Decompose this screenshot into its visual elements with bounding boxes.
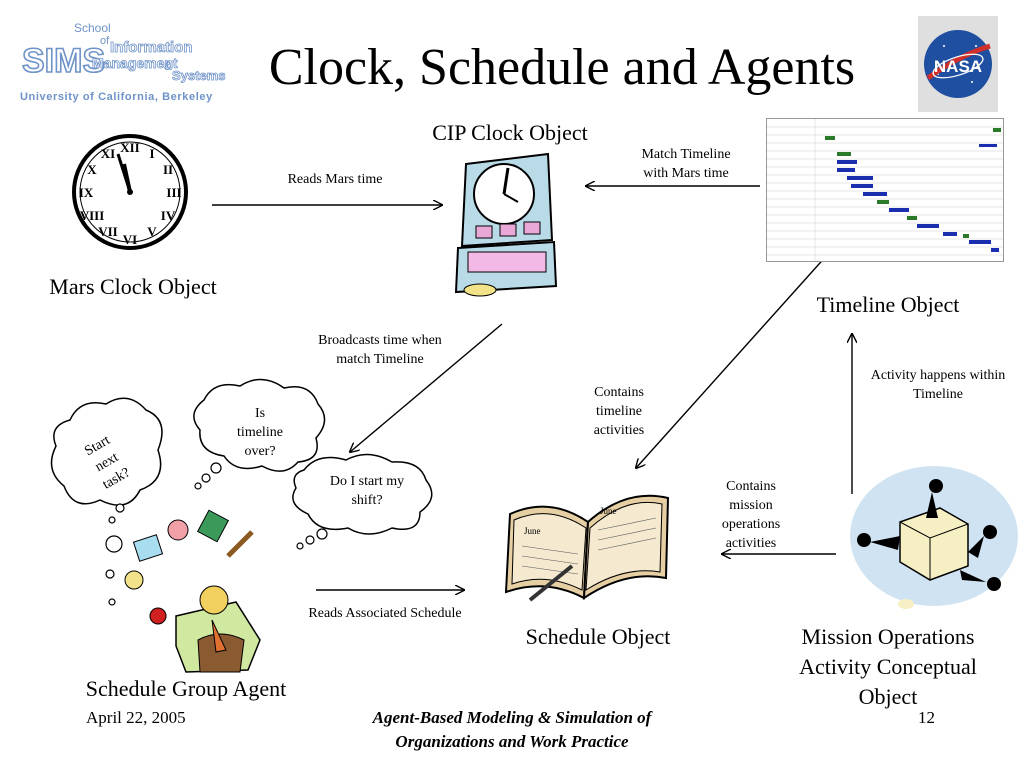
- contains-timeline-label: Contains timeline activities: [574, 383, 664, 440]
- sims-information: Information: [110, 39, 193, 56]
- mission-ops-line2: Activity Conceptual: [799, 654, 977, 679]
- cip-clock-label: CIP Clock Object: [432, 120, 588, 145]
- cip-clock-image: [452, 148, 562, 300]
- sims-amp: &: [164, 59, 172, 73]
- is-timeline-text: Is timeline over?: [216, 404, 304, 461]
- svg-text:IV: IV: [161, 208, 176, 223]
- is-timeline-cloud: [193, 378, 326, 472]
- svg-text:XII: XII: [120, 140, 140, 155]
- agent-figure-icon: [175, 585, 261, 673]
- match-timeline-line2: with Mars time: [643, 166, 729, 181]
- cip-clock-machine-icon: [454, 152, 558, 297]
- sims-school: School: [74, 21, 111, 35]
- footer-page-number: 12: [918, 708, 935, 727]
- timeline-gantt-image: [766, 118, 1004, 262]
- sims-systems: Systems: [172, 68, 225, 83]
- footer-course: Agent-Based Modeling & Simulation of Org…: [300, 706, 724, 754]
- contains-mission-line3: operations: [721, 517, 781, 532]
- do-i-start-line2: shift?: [351, 493, 383, 508]
- arrow-broadcasts-time: [350, 323, 503, 452]
- svg-text:I: I: [149, 146, 154, 161]
- svg-text:IX: IX: [79, 185, 94, 200]
- svg-text:VIII: VIII: [80, 208, 105, 223]
- broadcasts-label: Broadcasts time when match Timeline: [296, 331, 464, 369]
- open-book-icon: June June: [504, 494, 670, 602]
- is-timeline-line2: timeline: [237, 425, 283, 440]
- contains-mission-line4: activities: [725, 536, 777, 551]
- contains-timeline-line1: Contains: [594, 385, 644, 400]
- schedule-label: Schedule Object: [525, 624, 671, 649]
- reads-mars-time-label: Reads Mars time: [287, 172, 383, 187]
- footer-course-line2: Organizations and Work Practice: [395, 732, 629, 751]
- do-i-start-cloud: [292, 453, 433, 535]
- slide-title: Clock, Schedule and Agents: [268, 39, 856, 96]
- mission-ops-line1: Mission Operations: [801, 624, 975, 649]
- sims-management: Management: [92, 55, 178, 71]
- svg-text:V: V: [147, 224, 157, 239]
- svg-text:XI: XI: [101, 146, 115, 161]
- nasa-text: NASA: [934, 57, 982, 76]
- contains-mission-line2: mission: [729, 498, 773, 513]
- do-i-start-line1: Do I start my: [329, 474, 405, 489]
- contains-timeline-line2: timeline: [596, 404, 642, 419]
- is-timeline-line3: over?: [244, 444, 276, 459]
- svg-text:VI: VI: [123, 232, 137, 247]
- svg-text:VII: VII: [98, 224, 118, 239]
- svg-text:June: June: [524, 526, 541, 536]
- sims-logo-graphic: SIMS School of Information Management & …: [20, 21, 226, 103]
- contains-mission-line1: Contains: [726, 479, 776, 494]
- nasa-meatball-icon: NASA: [924, 30, 992, 98]
- svg-text:June: June: [600, 506, 617, 516]
- activity-within-line2: Timeline: [912, 387, 964, 402]
- footer-course-line1: Agent-Based Modeling & Simulation of: [372, 708, 652, 727]
- people-around-cube-icon: [850, 466, 1018, 609]
- broadcasts-line2: match Timeline: [336, 352, 424, 367]
- sims-of: of: [100, 35, 110, 47]
- start-next-cloud: [50, 397, 163, 506]
- match-timeline-line1: Match Timeline: [641, 147, 731, 162]
- broadcasts-line1: Broadcasts time when: [318, 333, 442, 348]
- do-i-start-text: Do I start my shift?: [312, 472, 422, 510]
- sims-letters: SIMS: [22, 42, 105, 80]
- svg-text:X: X: [87, 162, 97, 177]
- mission-ops-image: [844, 462, 1022, 610]
- timeline-label: Timeline Object: [816, 292, 960, 317]
- activity-within-label: Activity happens within Timeline: [852, 366, 1024, 404]
- match-timeline-label: Match Timeline with Mars time: [612, 145, 760, 183]
- sims-logo: SIMS School of Information Management & …: [18, 18, 228, 106]
- gantt-chart-icon: [767, 119, 1003, 261]
- schedule-book-image: June June: [500, 474, 676, 604]
- mission-ops-line3: Object: [858, 684, 918, 709]
- contains-mission-label: Contains mission operations activities: [706, 477, 796, 553]
- nasa-logo: NASA: [918, 16, 998, 112]
- schedule-agent-label: Schedule Group Agent: [85, 676, 287, 701]
- is-timeline-line1: Is: [254, 406, 266, 421]
- footer-date: April 22, 2005: [86, 708, 186, 727]
- mars-clock-label: Mars Clock Object: [49, 274, 217, 299]
- sims-university: University of California, Berkeley: [20, 91, 213, 103]
- juggling-objects: [124, 509, 254, 625]
- svg-text:III: III: [166, 185, 181, 200]
- svg-text:II: II: [163, 162, 173, 177]
- arrow-contains-timeline-activities: [636, 253, 829, 468]
- activity-within-line1: Activity happens within: [870, 368, 1006, 383]
- reads-schedule-label: Reads Associated Schedule: [308, 606, 462, 621]
- contains-timeline-line3: activities: [593, 423, 645, 438]
- mission-ops-label: Mission Operations Activity Conceptual O…: [770, 622, 1006, 712]
